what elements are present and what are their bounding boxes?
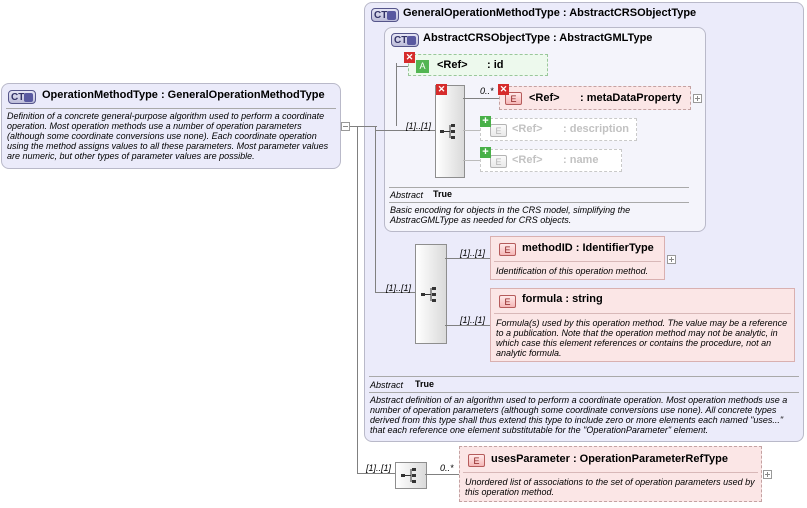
connector bbox=[425, 474, 459, 475]
uses-parameter-sequence[interactable] bbox=[395, 462, 427, 489]
uses-parameter-description: Unordered list of associations to the se… bbox=[465, 477, 755, 497]
uses-parameter-element[interactable]: E usesParameter : OperationParameterRefT… bbox=[459, 446, 762, 502]
meta-name: : metaDataProperty bbox=[580, 92, 682, 104]
remove-icon[interactable]: ✕ bbox=[404, 52, 415, 63]
metadata-property-element[interactable]: E <Ref> : metaDataProperty bbox=[499, 86, 691, 110]
connector bbox=[396, 63, 397, 126]
id-attribute[interactable]: A <Ref> : id bbox=[408, 54, 548, 76]
formula-multiplicity: [1]..[1] bbox=[460, 315, 486, 325]
expand-icon[interactable] bbox=[763, 470, 772, 479]
connector bbox=[375, 130, 435, 131]
sequence-multiplicity: [1]..[1] bbox=[366, 463, 392, 473]
element-icon: E bbox=[499, 243, 516, 256]
abstract-crs-description: Basic encoding for objects in the CRS mo… bbox=[390, 205, 631, 225]
remove-icon[interactable]: ✕ bbox=[498, 84, 509, 95]
connector bbox=[375, 292, 415, 293]
divider bbox=[463, 472, 758, 473]
badge-label: CT bbox=[374, 10, 388, 21]
connector bbox=[357, 126, 358, 474]
description-ref: <Ref> bbox=[512, 123, 543, 135]
root-description: Definition of a concrete general-purpose… bbox=[7, 111, 329, 161]
divider bbox=[369, 392, 799, 393]
root-title: OperationMethodType : GeneralOperationMe… bbox=[42, 89, 325, 101]
expand-icon[interactable] bbox=[693, 94, 702, 103]
general-title: GeneralOperationMethodType : AbstractCRS… bbox=[403, 7, 697, 19]
sequence-multiplicity: [1]..[1] bbox=[406, 121, 432, 131]
divider bbox=[6, 108, 336, 109]
collapse-icon[interactable] bbox=[341, 122, 350, 131]
abstract-label: Abstract bbox=[370, 380, 404, 390]
abstract-value: True bbox=[415, 379, 435, 389]
complex-type-icon: CT bbox=[391, 33, 419, 47]
methodid-multiplicity: [1]..[1] bbox=[460, 248, 486, 258]
id-name: : id bbox=[487, 59, 504, 71]
uses-parameter-title: usesParameter : OperationParameterRefTyp… bbox=[491, 453, 729, 465]
divider bbox=[494, 261, 661, 262]
element-icon: E bbox=[490, 124, 507, 137]
name-name: : name bbox=[563, 154, 599, 166]
methodid-element[interactable]: E methodID : IdentifierType Identificati… bbox=[490, 236, 665, 280]
badge-label: CT bbox=[394, 35, 408, 46]
connector bbox=[357, 473, 395, 474]
element-icon: E bbox=[468, 454, 485, 467]
connector bbox=[350, 126, 360, 127]
abstract-value: True bbox=[433, 189, 453, 199]
formula-element[interactable]: E formula : string Formula(s) used by th… bbox=[490, 288, 795, 362]
add-icon[interactable]: + bbox=[480, 116, 491, 127]
root-type-box[interactable]: CT OperationMethodType : GeneralOperatio… bbox=[1, 83, 341, 169]
complex-type-icon: CT bbox=[371, 8, 399, 22]
formula-title: formula : string bbox=[522, 293, 603, 305]
connector bbox=[463, 130, 480, 131]
id-ref: <Ref> bbox=[437, 59, 468, 71]
element-icon: E bbox=[505, 92, 522, 105]
connector bbox=[445, 258, 490, 259]
connector bbox=[396, 66, 408, 67]
element-icon: E bbox=[499, 295, 516, 308]
abstract-crs-sequence[interactable] bbox=[435, 85, 465, 178]
sequence-icon bbox=[401, 468, 416, 483]
sequence-icon bbox=[421, 287, 436, 302]
formula-description: Formula(s) used by this operation method… bbox=[496, 318, 788, 358]
connector bbox=[357, 126, 377, 127]
divider bbox=[369, 376, 799, 377]
meta-ref: <Ref> bbox=[529, 92, 560, 104]
methodid-title: methodID : IdentifierType bbox=[522, 242, 654, 254]
name-element[interactable]: E <Ref> : name bbox=[480, 149, 622, 172]
abstract-crs-title: AbstractCRSObjectType : AbstractGMLType bbox=[423, 32, 653, 44]
expand-icon[interactable] bbox=[667, 255, 676, 264]
sequence-icon bbox=[440, 124, 455, 139]
add-icon[interactable]: + bbox=[480, 147, 491, 158]
badge-label: CT bbox=[11, 92, 25, 103]
meta-multiplicity: 0..* bbox=[480, 86, 494, 96]
abstract-label: Abstract bbox=[390, 190, 424, 200]
description-name: : description bbox=[563, 123, 630, 135]
methodid-description: Identification of this operation method. bbox=[496, 266, 649, 276]
description-element[interactable]: E <Ref> : description bbox=[480, 118, 637, 141]
general-sequence[interactable] bbox=[415, 244, 447, 344]
connector bbox=[463, 160, 480, 161]
name-ref: <Ref> bbox=[512, 154, 543, 166]
sequence-multiplicity: [1]..[1] bbox=[386, 283, 412, 293]
connector bbox=[463, 98, 499, 99]
attribute-icon: A bbox=[416, 60, 429, 73]
connector bbox=[375, 126, 376, 292]
remove-icon[interactable]: ✕ bbox=[436, 84, 447, 95]
divider bbox=[494, 313, 791, 314]
complex-type-icon: CT bbox=[8, 90, 36, 104]
divider bbox=[389, 202, 689, 203]
connector bbox=[445, 325, 490, 326]
divider bbox=[389, 187, 689, 188]
element-icon: E bbox=[490, 155, 507, 168]
general-description: Abstract definition of an algorithm used… bbox=[370, 395, 788, 435]
uses-parameter-multiplicity: 0..* bbox=[440, 463, 454, 473]
